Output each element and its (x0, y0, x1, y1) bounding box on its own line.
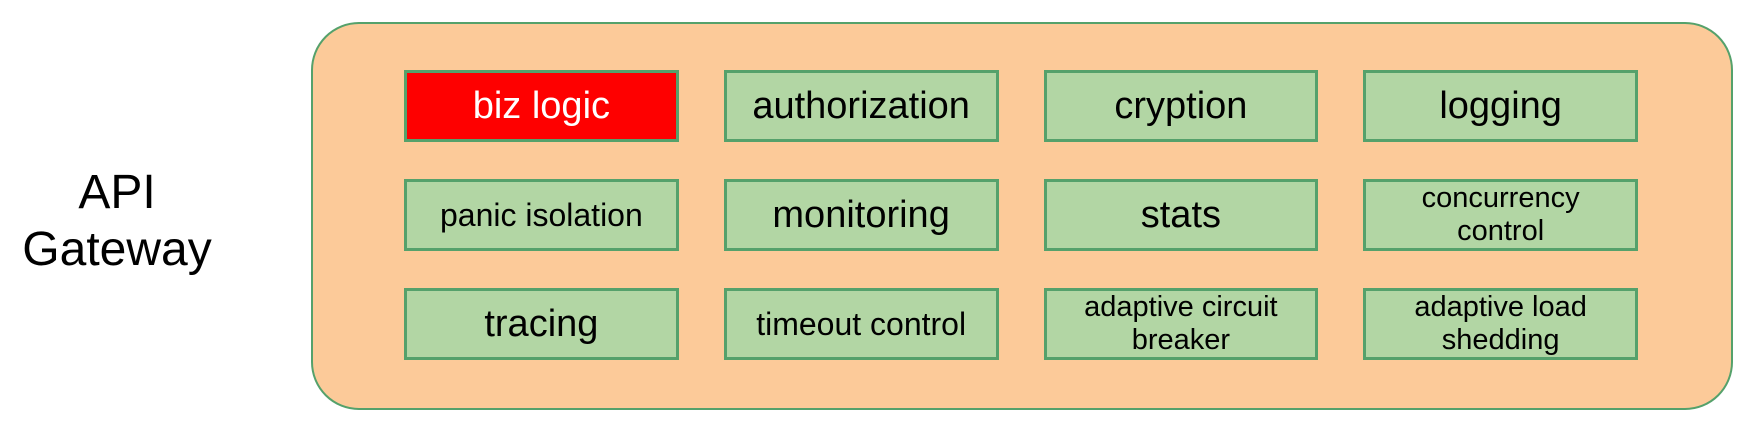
module-panic-isolation: panic isolation (404, 179, 679, 251)
module-label: logging (1439, 84, 1562, 127)
module-label: tracing (484, 302, 599, 345)
module-label: adaptive load shedding (1414, 291, 1587, 356)
module-label: monitoring (772, 193, 950, 236)
api-gateway-container: biz logic authorization cryption logging… (311, 22, 1733, 410)
module-label: adaptive circuit breaker (1084, 291, 1278, 356)
module-monitoring: monitoring (723, 179, 999, 251)
module-concurrency-control: concurrency control (1363, 179, 1638, 251)
module-label: biz logic (472, 84, 611, 127)
module-adaptive-circuit-breaker: adaptive circuit breaker (1043, 288, 1319, 360)
module-logging: logging (1363, 70, 1638, 142)
module-label: authorization (752, 84, 970, 127)
module-label: stats (1140, 193, 1221, 236)
module-label: panic isolation (439, 196, 643, 233)
module-cryption: cryption (1043, 70, 1319, 142)
module-label: cryption (1114, 84, 1248, 127)
api-gateway-label: API Gateway (22, 166, 212, 276)
module-timeout-control: timeout control (723, 288, 999, 360)
module-stats: stats (1043, 179, 1319, 251)
module-label: concurrency control (1421, 182, 1580, 247)
module-adaptive-load-shedding: adaptive load shedding (1363, 288, 1638, 360)
module-label: timeout control (756, 305, 967, 342)
module-tracing: tracing (404, 288, 679, 360)
module-authorization: authorization (723, 70, 999, 142)
module-biz-logic: biz logic (404, 70, 679, 142)
